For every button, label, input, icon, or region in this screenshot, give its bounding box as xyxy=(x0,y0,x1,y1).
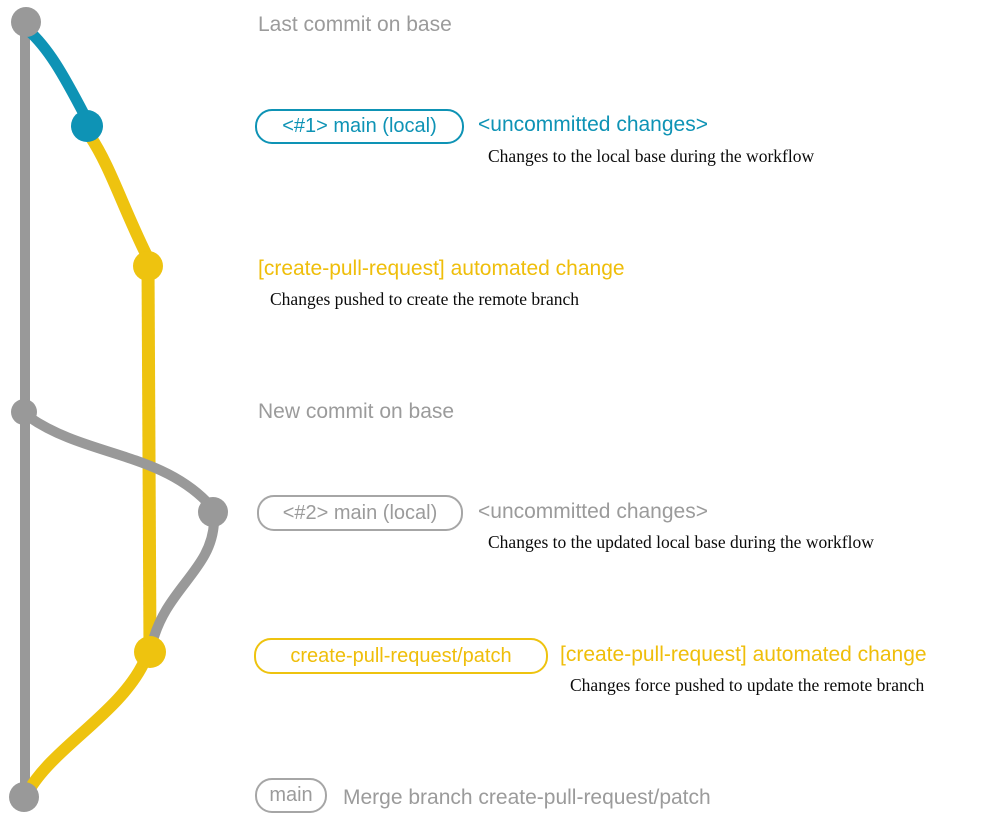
branch-box-create-pull-request-patch: create-pull-request/patch xyxy=(254,638,548,674)
edge-local2-to-remote2 xyxy=(147,517,219,649)
git-graph xyxy=(9,7,228,812)
uncommitted-changes-1: <uncommitted changes> xyxy=(478,113,708,136)
remote1-commit-message: [create-pull-request] automated change xyxy=(258,257,625,280)
edge-base-to-local2 xyxy=(24,412,212,507)
branch-box-main-local-2: <#2> main (local) xyxy=(257,495,463,531)
local1-note: Changes to the local base during the wor… xyxy=(488,146,815,166)
merge-commit-message: Merge branch create-pull-request/patch xyxy=(343,786,711,809)
local2-note: Changes to the updated local base during… xyxy=(488,532,874,552)
commit-node-remote-commit-2 xyxy=(134,636,166,668)
commit-node-last-commit-on-base xyxy=(11,7,41,37)
commit-node-remote-commit-1 xyxy=(133,251,163,281)
commit-node-local-commit-2 xyxy=(198,497,228,527)
uncommitted-changes-2: <uncommitted changes> xyxy=(478,500,708,523)
edge-remote2-to-merge xyxy=(22,654,151,798)
remote1-note: Changes pushed to create the remote bran… xyxy=(270,289,580,309)
branch-box-main-local-1-label: <#1> main (local) xyxy=(282,115,437,137)
branch-box-create-pull-request-patch-label: create-pull-request/patch xyxy=(290,644,512,667)
commit-node-merge-commit xyxy=(9,782,39,812)
last-commit-label: Last commit on base xyxy=(258,13,452,36)
new-commit-label: New commit on base xyxy=(258,400,455,423)
branch-box-main-label: main xyxy=(269,784,313,806)
remote2-note: Changes force pushed to update the remot… xyxy=(570,675,925,695)
commit-node-local-commit-1 xyxy=(71,110,103,142)
branch-box-main: main xyxy=(255,778,327,813)
remote2-commit-message: [create-pull-request] automated change xyxy=(560,643,927,666)
remote-branch-line xyxy=(141,264,157,651)
branch-box-main-local-2-label: <#2> main (local) xyxy=(282,501,438,524)
edge-local1-to-remote1 xyxy=(84,130,152,260)
branch-box-main-local-1: <#1> main (local) xyxy=(255,109,464,144)
edge-base-to-local1 xyxy=(22,24,91,122)
commit-node-new-commit-on-base xyxy=(11,399,37,425)
